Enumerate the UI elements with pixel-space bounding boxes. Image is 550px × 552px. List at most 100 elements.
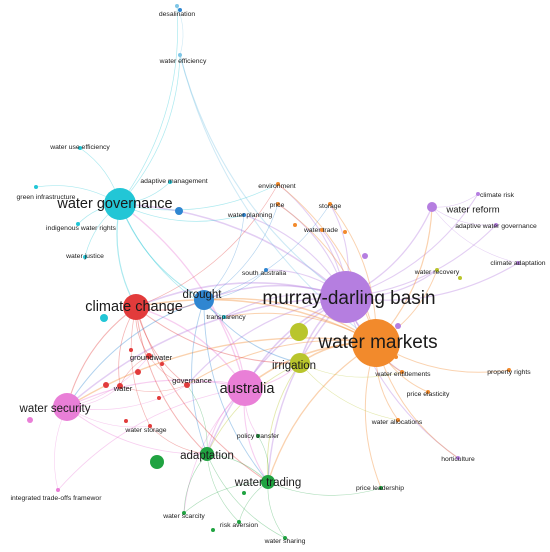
node-water[interactable] bbox=[117, 383, 123, 389]
node-gw[interactable] bbox=[146, 353, 152, 359]
node-cr[interactable] bbox=[476, 192, 480, 196]
minor-node bbox=[135, 369, 141, 375]
node-awg[interactable] bbox=[494, 223, 498, 227]
label-layer: murray-darling basin water markets austral… bbox=[11, 11, 546, 545]
node-label-iwr: indigenous water rights bbox=[46, 225, 116, 232]
edge-weff-mdb bbox=[179, 54, 347, 298]
node-label-gi: green infrastructure bbox=[17, 194, 76, 201]
node-sa[interactable] bbox=[264, 268, 268, 272]
edge-wg-env bbox=[119, 183, 279, 211]
edge-wm-gov bbox=[186, 339, 377, 386]
node-pl[interactable] bbox=[379, 486, 383, 490]
node-pr[interactable] bbox=[507, 368, 511, 372]
node-wp[interactable] bbox=[242, 213, 246, 217]
edge-drought-ws bbox=[66, 299, 205, 408]
edge-wm-cc bbox=[135, 298, 377, 344]
node-aus[interactable] bbox=[227, 370, 263, 406]
node-label-desal: desalination bbox=[159, 11, 195, 18]
node-label-cc: climate change bbox=[85, 299, 183, 315]
edge-drought-adaptation bbox=[191, 299, 208, 455]
node-label-aus: australia bbox=[220, 381, 276, 397]
node-pe[interactable] bbox=[426, 390, 430, 394]
node-label-wa: water allocations bbox=[371, 419, 423, 426]
minor-node bbox=[395, 323, 401, 329]
node-layer bbox=[27, 4, 520, 540]
node-wtrade[interactable] bbox=[320, 228, 324, 232]
minor-node bbox=[124, 419, 128, 423]
node-wsh[interactable] bbox=[283, 536, 287, 540]
node-ra[interactable] bbox=[237, 520, 241, 524]
edge-wr-awg bbox=[431, 206, 497, 226]
node-label-water: water bbox=[113, 384, 133, 393]
node-weff[interactable] bbox=[178, 53, 182, 57]
node-label-ra: risk aversion bbox=[220, 522, 258, 529]
node-hort[interactable] bbox=[456, 456, 460, 460]
node-label-wg: water governance bbox=[56, 196, 172, 212]
node-label-itof: integrated trade-offs framewor bbox=[11, 495, 103, 502]
node-label-ws: water security bbox=[19, 403, 91, 415]
node-label-pt: policy transfer bbox=[237, 433, 280, 440]
node-wr[interactable] bbox=[427, 202, 437, 212]
node-label-hort: horticulture bbox=[441, 456, 475, 463]
node-label-we: water entitlements bbox=[374, 371, 431, 378]
node-desal[interactable] bbox=[175, 4, 179, 8]
edge-irr-wa bbox=[299, 362, 399, 421]
node-wg[interactable] bbox=[104, 188, 136, 220]
node-gi[interactable] bbox=[34, 185, 38, 189]
edge-cc-ws bbox=[66, 306, 137, 408]
node-env[interactable] bbox=[276, 182, 280, 186]
edge-drought-irr bbox=[203, 299, 301, 364]
node-itof[interactable] bbox=[56, 488, 60, 492]
node-label-wrec: water recovery bbox=[414, 269, 460, 276]
edge-gw-water bbox=[119, 355, 150, 387]
edge-adaptation-wsh bbox=[206, 453, 286, 539]
node-wt[interactable] bbox=[261, 475, 275, 489]
edge-wg-drought bbox=[119, 203, 205, 301]
node-price[interactable] bbox=[276, 202, 280, 206]
minor-node bbox=[458, 276, 462, 280]
node-label-storage: storage bbox=[319, 203, 342, 210]
node-transp[interactable] bbox=[222, 315, 226, 319]
node-wrec[interactable] bbox=[435, 268, 439, 272]
node-label-am: adaptive management bbox=[140, 178, 207, 185]
node-pt[interactable] bbox=[256, 434, 260, 438]
node-label-gov: governance bbox=[172, 376, 212, 385]
node-wstor[interactable] bbox=[148, 424, 152, 428]
minor-node bbox=[129, 348, 133, 352]
node-iwr[interactable] bbox=[76, 222, 80, 226]
edge-cc-env bbox=[135, 183, 279, 308]
minor-node bbox=[343, 230, 347, 234]
node-wsc[interactable] bbox=[182, 511, 186, 515]
node-we[interactable] bbox=[400, 370, 404, 374]
minor-node bbox=[150, 455, 164, 469]
node-irr[interactable] bbox=[290, 353, 310, 373]
edge-ws-gov bbox=[66, 384, 188, 410]
node-ws[interactable] bbox=[53, 393, 81, 421]
node-label-cr: climate risk bbox=[480, 192, 515, 199]
node-label-mdb: murray-darling basin bbox=[262, 288, 435, 309]
edge-cc-wstor bbox=[130, 306, 151, 427]
node-label-wr: water reform bbox=[445, 205, 499, 216]
minor-node bbox=[290, 323, 308, 341]
node-cc[interactable] bbox=[123, 294, 149, 320]
node-adaptation[interactable] bbox=[200, 447, 214, 461]
node-wj[interactable] bbox=[83, 255, 87, 259]
node-am[interactable] bbox=[168, 180, 172, 184]
edge-water-gov bbox=[119, 384, 188, 392]
node-drought[interactable] bbox=[194, 290, 214, 310]
edge-wr-ca bbox=[431, 206, 519, 264]
node-ca[interactable] bbox=[516, 261, 520, 265]
node-label-irr: irrigation bbox=[272, 360, 316, 372]
node-wm[interactable] bbox=[352, 319, 400, 367]
node-wue[interactable] bbox=[78, 146, 82, 150]
node-storage[interactable] bbox=[328, 202, 332, 206]
edge-mdb-ws bbox=[66, 296, 347, 408]
node-label-wm: water markets bbox=[317, 332, 437, 353]
node-mdb[interactable] bbox=[320, 271, 372, 323]
node-wa[interactable] bbox=[396, 418, 400, 422]
node-gov[interactable] bbox=[184, 382, 190, 388]
edge-mdb-adaptation bbox=[206, 296, 347, 455]
edge-wt-pl bbox=[267, 481, 382, 496]
